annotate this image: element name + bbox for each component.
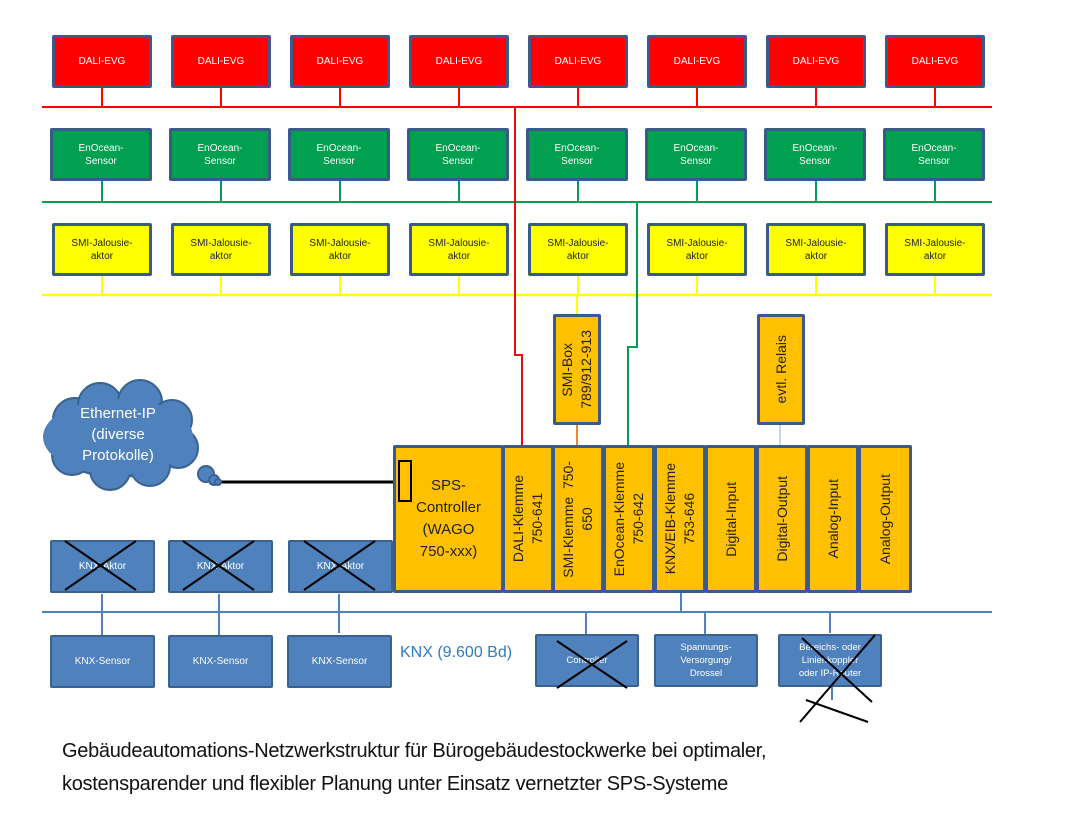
knx-device-box[interactable]: Controller (535, 634, 639, 687)
smi-jalousie-aktor-box-label: SMI-Jalousie-aktor (785, 237, 847, 262)
io-module-label: SMI-Klemme 750-650 (560, 460, 595, 578)
io-module-analog-input[interactable]: Analog-Input (807, 445, 859, 593)
enocean-sensor-box-label: EnOcean-Sensor (673, 142, 719, 167)
knx-sensor-box-label: KNX-Sensor (311, 656, 368, 667)
enocean-sensor-box-label: EnOcean-Sensor (78, 142, 124, 167)
knx-aktor-box-label: KNX-Aktor (78, 561, 127, 572)
smi-box[interactable]: SMI-Box 789/912-913 (553, 314, 601, 425)
io-module-digital-output[interactable]: Digital-Output (756, 445, 808, 593)
knx-device-box[interactable]: Spannungs-Versorgung/Drossel (654, 634, 758, 687)
enocean-sensor-box[interactable]: EnOcean-Sensor (764, 128, 866, 181)
smi-jalousie-aktor-box-label: SMI-Jalousie-aktor (904, 237, 966, 262)
io-module-digital-input[interactable]: Digital-Input (705, 445, 757, 593)
relais-label: evtl. Relais (772, 335, 789, 404)
enocean-sensor-box-label: EnOcean-Sensor (911, 142, 957, 167)
smi-jalousie-aktor-box[interactable]: SMI-Jalousie-aktor (409, 223, 509, 276)
smi-box-number: 789/912-913 (578, 330, 594, 409)
knx-aktor-box[interactable]: KNX-Aktor (168, 540, 273, 593)
dali-evg-box-label: DALI-EVG (673, 56, 721, 67)
knx-device-box-label: Controller (566, 655, 608, 666)
dali-evg-box[interactable]: DALI-EVG (290, 35, 390, 88)
dali-evg-box-label: DALI-EVG (435, 56, 483, 67)
enocean-sensor-box[interactable]: EnOcean-Sensor (407, 128, 509, 181)
smi-jalousie-aktor-box[interactable]: SMI-Jalousie-aktor (528, 223, 628, 276)
knx-aktor-box[interactable]: KNX-Aktor (288, 540, 393, 593)
dali-evg-box[interactable]: DALI-EVG (647, 35, 747, 88)
smi-box-label: SMI-Box (559, 342, 575, 397)
smi-jalousie-aktor-box-label: SMI-Jalousie-aktor (71, 237, 133, 262)
dali-evg-box-label: DALI-EVG (792, 56, 840, 67)
enocean-sensor-box[interactable]: EnOcean-Sensor (50, 128, 152, 181)
dali-evg-box-label: DALI-EVG (78, 56, 126, 67)
enocean-feeder-line (627, 202, 638, 446)
dali-evg-box[interactable]: DALI-EVG (766, 35, 866, 88)
io-module-label: Analog-Output (876, 473, 893, 565)
smi-jalousie-aktor-box[interactable]: SMI-Jalousie-aktor (290, 223, 390, 276)
sps-controller-label: SPS- Controller (WAGO 750-xxx) (415, 477, 482, 560)
knx-sensor-box-label: KNX-Sensor (192, 656, 249, 667)
knx-sensor-box-label: KNX-Sensor (74, 656, 131, 667)
caption-line-1: Gebäudeautomations-Netzwerkstruktur für … (62, 740, 767, 762)
io-module-smi-klemme-750[interactable]: SMI-Klemme 750-650 (552, 445, 604, 593)
dali-evg-box-label: DALI-EVG (316, 56, 364, 67)
dali-evg-box[interactable]: DALI-EVG (409, 35, 509, 88)
dali-evg-box-label: DALI-EVG (911, 56, 959, 67)
smi-jalousie-aktor-box-label: SMI-Jalousie-aktor (309, 237, 371, 262)
smi-jalousie-aktor-box-label: SMI-Jalousie-aktor (190, 237, 252, 262)
io-module-label: Digital-Output (773, 476, 790, 562)
dali-evg-box[interactable]: DALI-EVG (885, 35, 985, 88)
enocean-sensor-box-label: EnOcean-Sensor (435, 142, 481, 167)
enocean-sensor-box-label: EnOcean-Sensor (554, 142, 600, 167)
smi-jalousie-aktor-box-label: SMI-Jalousie-aktor (547, 237, 609, 262)
dali-evg-box-label: DALI-EVG (554, 56, 602, 67)
knx-aktor-box[interactable]: KNX-Aktor (50, 540, 155, 593)
io-module-label: Digital-Input (722, 481, 739, 557)
knx-aktor-box-label: KNX-Aktor (196, 561, 245, 572)
smi-jalousie-aktor-box[interactable]: SMI-Jalousie-aktor (647, 223, 747, 276)
dali-evg-box[interactable]: DALI-EVG (52, 35, 152, 88)
enocean-sensor-box[interactable]: EnOcean-Sensor (526, 128, 628, 181)
relais-box[interactable]: evtl. Relais (757, 314, 805, 425)
dali-evg-box[interactable]: DALI-EVG (171, 35, 271, 88)
enocean-sensor-box-label: EnOcean-Sensor (792, 142, 838, 167)
knx-device-box-label: Spannungs-Versorgung/Drossel (680, 642, 732, 679)
enocean-sensor-box[interactable]: EnOcean-Sensor (645, 128, 747, 181)
smi-jalousie-aktor-box-label: SMI-Jalousie-aktor (428, 237, 490, 262)
caption-line-2: kostensparender und flexibler Planung un… (62, 773, 728, 795)
smi-jalousie-aktor-box-label: SMI-Jalousie-aktor (666, 237, 728, 262)
ethernet-port-icon (398, 460, 412, 502)
enocean-sensor-box-label: EnOcean-Sensor (316, 142, 362, 167)
enocean-sensor-box[interactable]: EnOcean-Sensor (883, 128, 985, 181)
knx-sensor-box[interactable]: KNX-Sensor (50, 635, 155, 688)
smi-jalousie-aktor-box[interactable]: SMI-Jalousie-aktor (885, 223, 985, 276)
enocean-sensor-box-label: EnOcean-Sensor (197, 142, 243, 167)
smi-jalousie-aktor-box[interactable]: SMI-Jalousie-aktor (171, 223, 271, 276)
dali-feeder-line (514, 107, 523, 446)
io-module-analog-output[interactable]: Analog-Output (858, 445, 912, 593)
smi-jalousie-aktor-box[interactable]: SMI-Jalousie-aktor (52, 223, 152, 276)
knx-sensor-box[interactable]: KNX-Sensor (168, 635, 273, 688)
io-module-label: Analog-Input (824, 479, 841, 559)
dali-evg-box[interactable]: DALI-EVG (528, 35, 628, 88)
dali-evg-box-label: DALI-EVG (197, 56, 245, 67)
knx-sensor-box[interactable]: KNX-Sensor (287, 635, 392, 688)
knx-bus-label: KNX (9.600 Bd) (400, 644, 513, 661)
enocean-sensor-box[interactable]: EnOcean-Sensor (169, 128, 271, 181)
knx-aktor-box-label: KNX-Aktor (316, 561, 365, 572)
enocean-sensor-box[interactable]: EnOcean-Sensor (288, 128, 390, 181)
ethernet-cloud-label: Ethernet-IP (diverse Protokolle) (80, 405, 156, 464)
smi-jalousie-aktor-box[interactable]: SMI-Jalousie-aktor (766, 223, 866, 276)
